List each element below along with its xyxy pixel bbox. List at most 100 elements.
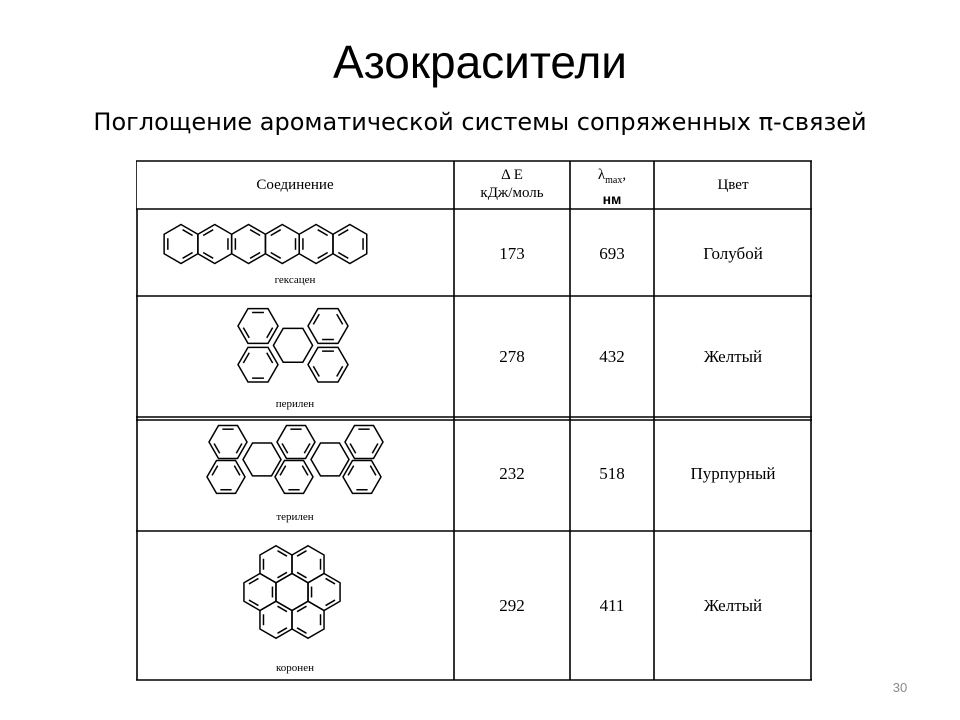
double-bond: [337, 229, 349, 237]
compound-name-coronene: коронен: [276, 662, 314, 674]
delta-e-perylene: 278: [499, 347, 525, 366]
perylene-ring: [237, 346, 279, 383]
double-bond: [369, 465, 377, 476]
header-lambda-sub: max: [605, 175, 623, 186]
double-bond: [277, 605, 288, 613]
color-perylene: Желтый: [703, 347, 763, 366]
coronene-ring: [291, 544, 325, 584]
coronene-ring: [307, 572, 341, 612]
double-bond: [325, 577, 336, 585]
color-terrylene: Пурпурный: [690, 464, 776, 483]
coronene-ring: [291, 600, 325, 640]
double-bond: [248, 577, 259, 585]
header-lambda-symbol: λ: [597, 167, 606, 183]
double-bond: [213, 443, 221, 454]
lambda-coronene: 411: [599, 596, 625, 615]
header-color: Цвет: [717, 177, 749, 193]
compound-name-terrylene: терилен: [276, 511, 314, 523]
header-lambda-line2: нм: [602, 191, 622, 207]
perylene-ring: [307, 346, 349, 383]
header-compound: Соединение: [256, 177, 334, 193]
double-bond: [242, 327, 250, 339]
double-bond: [270, 229, 282, 237]
header-delta-e-line1: Δ E: [501, 167, 523, 183]
double-bond: [337, 251, 349, 259]
double-bond: [296, 571, 307, 579]
delta-e-coronene: 292: [499, 596, 525, 615]
hexacene-ring: [230, 223, 267, 265]
perylene-ring: [237, 307, 279, 345]
terrylene-ring: [206, 459, 246, 495]
double-bond: [277, 627, 288, 634]
compound-name-perylene: перилен: [275, 398, 315, 410]
double-bond: [312, 365, 320, 377]
coronene-ring: [259, 544, 293, 584]
delta-e-terrylene: 232: [499, 464, 525, 483]
double-bond: [303, 443, 311, 454]
color-coronene: Желтый: [703, 596, 763, 615]
header-delta-e: Δ E кДж/моль: [454, 166, 570, 202]
double-bond: [371, 443, 379, 454]
coronene-ring: [259, 600, 293, 640]
double-bond: [325, 599, 336, 607]
double-bond: [266, 352, 274, 364]
terrylene-ring: [344, 424, 384, 460]
double-bond: [211, 465, 219, 476]
double-bond: [336, 365, 344, 377]
perylene-ring: [307, 307, 349, 345]
double-bond: [277, 571, 288, 579]
terrylene-ring: [274, 459, 314, 495]
lambda-hexacene: 693: [599, 244, 625, 263]
slide-title: Азокрасители: [333, 36, 627, 88]
header-lambda: λmax, нм: [570, 166, 654, 208]
double-bond: [249, 251, 261, 259]
double-bond: [312, 313, 320, 325]
terrylene-ring: [310, 442, 350, 477]
header-lambda-line1: λmax,: [570, 166, 654, 190]
double-bond: [296, 627, 307, 634]
double-bond: [266, 327, 274, 339]
hexacene-ring: [332, 223, 368, 265]
hexacene-ring: [264, 223, 300, 265]
double-bond: [182, 229, 193, 237]
header-lambda-comma: ,: [622, 167, 627, 183]
terrylene-structure: [206, 424, 384, 495]
double-bond: [347, 465, 355, 476]
slide-subtitle: Поглощение ароматической системы сопряже…: [93, 108, 867, 136]
header-delta-e-line2: кДж/моль: [480, 185, 544, 201]
double-bond: [242, 352, 250, 364]
double-bond: [248, 599, 259, 607]
double-bond: [349, 443, 357, 454]
terrylene-ring: [342, 459, 382, 495]
double-bond: [202, 229, 214, 237]
hexacene-structure: [163, 223, 368, 265]
hexacene-ring: [197, 223, 233, 265]
double-bond: [336, 313, 344, 325]
double-bond: [277, 550, 288, 557]
double-bond: [296, 605, 307, 613]
double-bond: [296, 550, 307, 557]
double-bond: [317, 251, 329, 259]
coronene-ring: [275, 572, 309, 612]
perylene-structure: [237, 307, 349, 383]
page-number: 30: [892, 680, 908, 695]
coronene-ring: [243, 572, 277, 612]
double-bond: [317, 229, 329, 237]
table-grid: [136, 160, 812, 681]
lambda-perylene: 432: [599, 347, 625, 366]
double-bond: [301, 465, 309, 476]
coronene-structure: [243, 544, 341, 640]
double-bond: [202, 251, 214, 259]
hexacene-ring: [298, 223, 334, 265]
compound-table: Соединение Δ E кДж/моль λmax, нм Цвет ге…: [136, 160, 812, 682]
terrylene-ring: [208, 424, 248, 460]
delta-e-hexacene: 173: [499, 244, 525, 263]
lambda-terrylene: 518: [599, 464, 625, 483]
terrylene-ring: [276, 424, 316, 460]
compound-name-hexacene: гексацен: [274, 274, 316, 286]
double-bond: [279, 465, 287, 476]
molecule-drawings: [163, 223, 384, 640]
hexacene-ring: [163, 223, 199, 265]
perylene-ring: [272, 327, 314, 364]
double-bond: [281, 443, 289, 454]
